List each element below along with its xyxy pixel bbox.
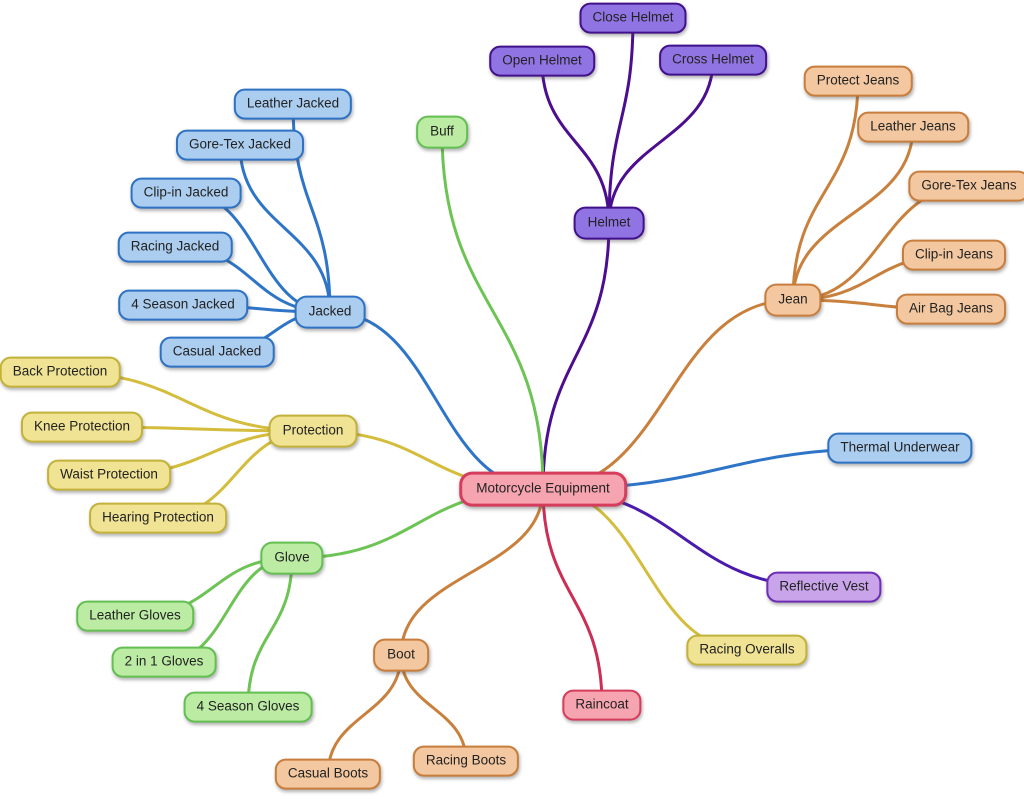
node-label: Open Helmet [502,52,582,68]
node-label: Buff [430,123,454,139]
node-racing-overalls[interactable]: Racing Overalls [686,634,808,666]
node-close-helmet[interactable]: Close Helmet [579,2,687,34]
edge-jacked-gore-tex-jacked [238,143,332,314]
node-air-bag-jeans[interactable]: Air Bag Jeans [895,293,1007,325]
node-clip-in-jacked[interactable]: Clip-in Jacked [130,177,242,209]
node-gore-tex-jacked[interactable]: Gore-Tex Jacked [175,129,305,161]
node-label: Clip-in Jeans [914,246,994,262]
edge-root-buff [440,130,545,491]
node-label: Gore-Tex Jeans [921,177,1017,193]
node-hearing-protection[interactable]: Hearing Protection [89,502,227,534]
node-casual-boots[interactable]: Casual Boots [274,758,382,790]
node-label: Gore-Tex Jacked [188,136,292,152]
node-racing-jacked[interactable]: Racing Jacked [117,231,233,263]
node-label: Knee Protection [33,418,131,434]
node-label: Cross Helmet [672,51,754,67]
node-protection[interactable]: Protection [268,414,358,448]
node-label: Jacked [308,303,352,319]
edge-boot-racing-boots [399,653,468,763]
node-label: Protection [282,422,344,438]
node-knee-protection[interactable]: Knee Protection [20,411,144,443]
node-2-in-1-gloves[interactable]: 2 in 1 Gloves [111,646,217,678]
node-label: 4 Season Gloves [196,698,300,714]
node-label: Racing Boots [425,752,507,768]
node-label: Boot [387,646,415,662]
edge-root-raincoat [541,487,604,707]
node-label: Reflective Vest [779,578,869,594]
node-label: Waist Protection [60,466,158,482]
edge-boot-casual-boots [326,653,403,776]
node-4-season-gloves[interactable]: 4 Season Gloves [183,691,313,723]
node-buff[interactable]: Buff [416,115,468,149]
node-label: Close Helmet [592,9,674,25]
node-label: Clip-in Jacked [143,184,229,200]
node-clip-in-jeans[interactable]: Clip-in Jeans [901,239,1007,271]
node-label: 4 Season Jacked [131,296,235,312]
node-label: Racing Jacked [130,238,220,254]
node-leather-jacked[interactable]: Leather Jacked [233,88,353,120]
node-jacked[interactable]: Jacked [294,295,366,329]
node-label: Leather Gloves [89,607,181,623]
node-label: Casual Boots [287,765,369,781]
node-gore-tex-jeans[interactable]: Gore-Tex Jeans [908,170,1024,202]
node-4-season-jacked[interactable]: 4 Season Jacked [118,289,248,321]
edge-helmet-cross-helmet [607,58,715,225]
node-boot[interactable]: Boot [373,638,429,672]
node-cross-helmet[interactable]: Cross Helmet [659,44,767,76]
node-leather-jeans[interactable]: Leather Jeans [857,111,969,143]
node-label: Thermal Underwear [840,439,960,455]
node-glove[interactable]: Glove [260,541,324,575]
node-racing-boots[interactable]: Racing Boots [412,745,520,777]
edge-jean-leather-jeans [791,125,915,302]
node-label: Protect Jeans [816,72,900,88]
node-helmet[interactable]: Helmet [573,206,645,240]
node-jean[interactable]: Jean [764,283,822,317]
node-raincoat[interactable]: Raincoat [562,689,642,721]
node-label: 2 in 1 Gloves [124,653,204,669]
node-protect-jeans[interactable]: Protect Jeans [803,65,913,97]
node-label: Racing Overalls [699,641,795,657]
edge-helmet-open-helmet [540,59,611,225]
node-label: Leather Jacked [246,95,340,111]
node-label: Motorcycle Equipment [476,480,610,496]
node-reflective-vest[interactable]: Reflective Vest [766,571,882,603]
node-thermal-underwear[interactable]: Thermal Underwear [827,432,973,464]
node-label: Casual Jacked [172,343,262,359]
node-label: Jean [778,291,808,307]
edge-jean-protect-jeans [791,79,860,302]
node-label: Helmet [587,214,631,230]
edge-root-helmet [541,221,611,491]
node-label: Hearing Protection [102,509,214,525]
node-open-helmet[interactable]: Open Helmet [489,45,595,77]
node-label: Back Protection [12,363,108,379]
node-waist-protection[interactable]: Waist Protection [47,459,171,491]
node-root[interactable]: Motorcycle Equipment [459,471,627,507]
node-label: Air Bag Jeans [908,300,994,316]
node-label: Raincoat [575,696,629,712]
node-label: Leather Jeans [870,118,956,134]
node-label: Glove [274,549,310,565]
edge-helmet-close-helmet [607,16,635,225]
node-back-protection[interactable]: Back Protection [0,356,121,388]
node-casual-jacked[interactable]: Casual Jacked [159,336,275,368]
edge-root-boot [399,487,545,657]
node-leather-gloves[interactable]: Leather Gloves [76,600,194,632]
edge-glove-4-season-gloves [246,556,294,709]
